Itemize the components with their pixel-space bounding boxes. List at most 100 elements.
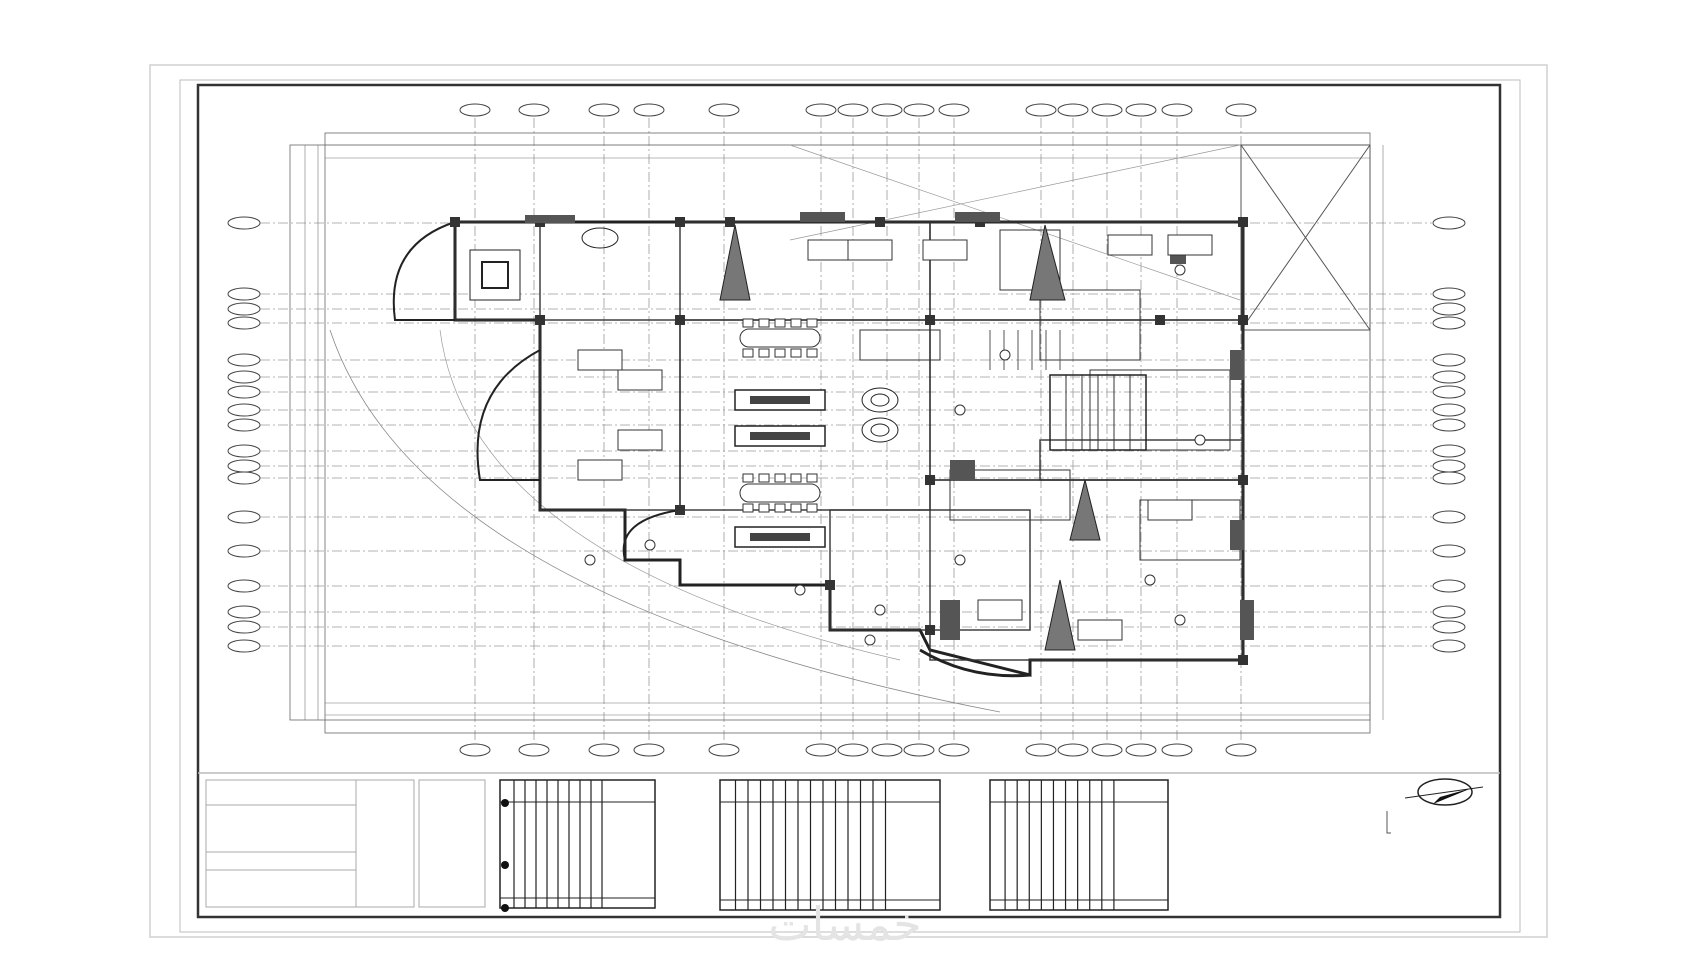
grid-bubble [871,103,903,117]
hatched-void [1029,224,1066,301]
grid-bubble [227,510,261,524]
grid-bubble [1432,471,1466,485]
void-cross [1240,144,1371,331]
furniture-piece [1077,619,1123,641]
fixture [1174,614,1186,626]
furniture-piece [847,239,893,261]
column [725,217,735,227]
grid-bubble [633,743,665,757]
grid-bubble [1025,743,1057,757]
column [925,315,935,325]
dining-table [739,483,821,503]
furniture-piece [922,239,968,261]
column [1238,315,1248,325]
grid-bubble [227,544,261,558]
grid-bubble [227,403,261,417]
grid-bubble [1161,743,1193,757]
grid-bubble [1432,444,1466,458]
grid-bubble [1161,103,1193,117]
grid-bubble [227,471,261,485]
grid-bubble [938,743,970,757]
grid-bubble [1432,620,1466,634]
watermark: خمسات [768,897,921,951]
grid-bubble [837,743,869,757]
grid-bubble [1057,743,1089,757]
grid-bubble [459,743,491,757]
column [675,505,685,515]
grid-bubble [871,743,903,757]
grid-bubble [938,103,970,117]
title-cell [355,779,415,908]
grid-bubble [708,103,740,117]
grid-bubble [1432,316,1466,330]
grid-bubble [1432,403,1466,417]
grid-bubble [588,743,620,757]
grid-bubble [837,103,869,117]
column [450,217,460,227]
fixture [1194,434,1206,446]
void-outline [1240,144,1371,331]
room-wall [1039,439,1244,481]
grid-bubble [805,743,837,757]
schedule-table [499,779,656,909]
grid-bubble [1432,544,1466,558]
chair [774,318,786,328]
grid-bubble [227,579,261,593]
bay-window [476,349,541,481]
column [925,475,935,485]
column [1155,315,1165,325]
grid-bubble [227,459,261,473]
column [875,217,885,227]
wall-element [800,212,845,222]
wall-element [1230,350,1244,380]
wall-element [1240,600,1254,640]
arc-guide [439,329,901,661]
walls [392,212,1254,678]
furniture [469,227,1213,646]
chair [806,503,818,513]
title-cell [418,779,486,908]
wall-element [950,460,975,480]
furniture-piece [577,459,623,481]
column [925,625,935,635]
north-arrow-icon [1386,778,1484,834]
sofa-seat [750,533,810,541]
grid-bubble [227,639,261,653]
fixture [954,404,966,416]
chair [758,318,770,328]
grid-bubble [805,103,837,117]
partition [949,469,1071,521]
grid-bubble [227,353,261,367]
hatched-void [1069,479,1101,541]
chair [790,473,802,483]
round-table [581,227,619,249]
partition [859,329,941,361]
chair [742,473,754,483]
bed [469,249,521,301]
room-wall [679,319,931,511]
grid-bubble [1432,579,1466,593]
column [1238,655,1248,665]
chair [790,503,802,513]
wall-element [955,212,1000,222]
grid-bubble [1091,103,1123,117]
grid-bubble [1432,302,1466,316]
grid-bubble [708,743,740,757]
grid-bubble [1432,287,1466,301]
fixture [794,584,806,596]
schedule-table [989,779,1169,911]
margin-border [179,79,1521,933]
room-wall [454,221,541,321]
schedule-marker [501,799,509,807]
sofa-seat [750,396,810,404]
chair [774,503,786,513]
hatched-void [719,224,751,301]
grid-bubble [1432,370,1466,384]
curved-wall [919,648,1031,678]
title-block [205,779,1169,912]
fixture [1174,264,1186,276]
fixture [999,349,1011,361]
fixture [1144,574,1156,586]
grid-bubble [227,605,261,619]
